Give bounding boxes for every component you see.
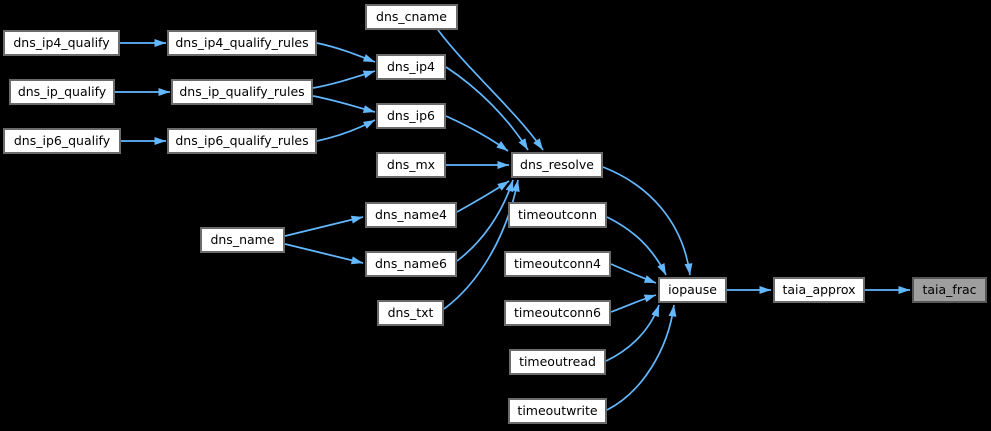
node-dns_txt[interactable]: dns_txt [377,300,444,326]
node-dns_cname[interactable]: dns_cname [365,4,458,30]
node-dns_ip6_qualify[interactable]: dns_ip6_qualify [3,128,121,154]
node-dns_ip_qualify_rules[interactable]: dns_ip_qualify_rules [171,79,313,105]
edge-dns_ip_qualify_rules-to-dns_ip6 [312,95,376,113]
node-dns_ip4_qualify[interactable]: dns_ip4_qualify [3,30,120,56]
node-dns_name4[interactable]: dns_name4 [365,202,457,228]
edge-dns_ip_qualify_rules-to-dns_ip4 [312,70,376,89]
edge-dns_name4-to-dns_resolve [456,180,510,213]
edge-dns_name-to-dns_name4 [284,215,364,237]
node-dns_ip4_qualify_rules[interactable]: dns_ip4_qualify_rules [167,30,317,56]
node-dns_ip6_qualify_rules[interactable]: dns_ip6_qualify_rules [167,128,317,154]
node-dns_resolve[interactable]: dns_resolve [511,152,603,178]
node-timeoutread[interactable]: timeoutread [509,349,606,375]
node-dns_ip4[interactable]: dns_ip4 [376,54,446,80]
node-iopause[interactable]: iopause [658,277,727,303]
edge-timeoutconn4-to-iopause [610,263,657,284]
edge-dns_ip4-to-dns_resolve [445,66,529,151]
edge-dns_ip6_qualify_rules-to-dns_ip6 [316,119,376,142]
node-taia_approx[interactable]: taia_approx [773,277,865,303]
edge-dns_ip6-to-dns_resolve [445,115,509,152]
node-dns_name6[interactable]: dns_name6 [365,251,457,277]
node-dns_ip6[interactable]: dns_ip6 [376,103,446,129]
node-dns_name[interactable]: dns_name [200,227,285,253]
edge-timeoutread-to-iopause [605,304,660,362]
edge-timeoutwrite-to-iopause [606,304,677,411]
node-taia_frac: taia_frac [912,277,987,303]
edge-dns_name-to-dns_name6 [284,243,364,265]
node-dns_ip_qualify[interactable]: dns_ip_qualify [9,79,115,105]
node-timeoutconn4[interactable]: timeoutconn4 [504,251,611,277]
edge-dns_ip4_qualify_rules-to-dns_ip4 [316,42,376,63]
node-timeoutconn[interactable]: timeoutconn [508,202,607,228]
node-dns_mx[interactable]: dns_mx [376,152,446,178]
edge-timeoutconn6-to-iopause [610,294,657,313]
edge-timeoutconn-to-iopause [606,216,667,276]
edge-dns_resolve-to-iopause [602,166,693,276]
node-timeoutconn6[interactable]: timeoutconn6 [504,300,611,326]
edge-dns_name6-to-dns_resolve [456,179,514,262]
node-timeoutwrite[interactable]: timeoutwrite [508,398,607,424]
edge-dns_cname-to-dns_resolve [437,29,544,151]
edge-dns_txt-to-dns_resolve [443,179,520,310]
